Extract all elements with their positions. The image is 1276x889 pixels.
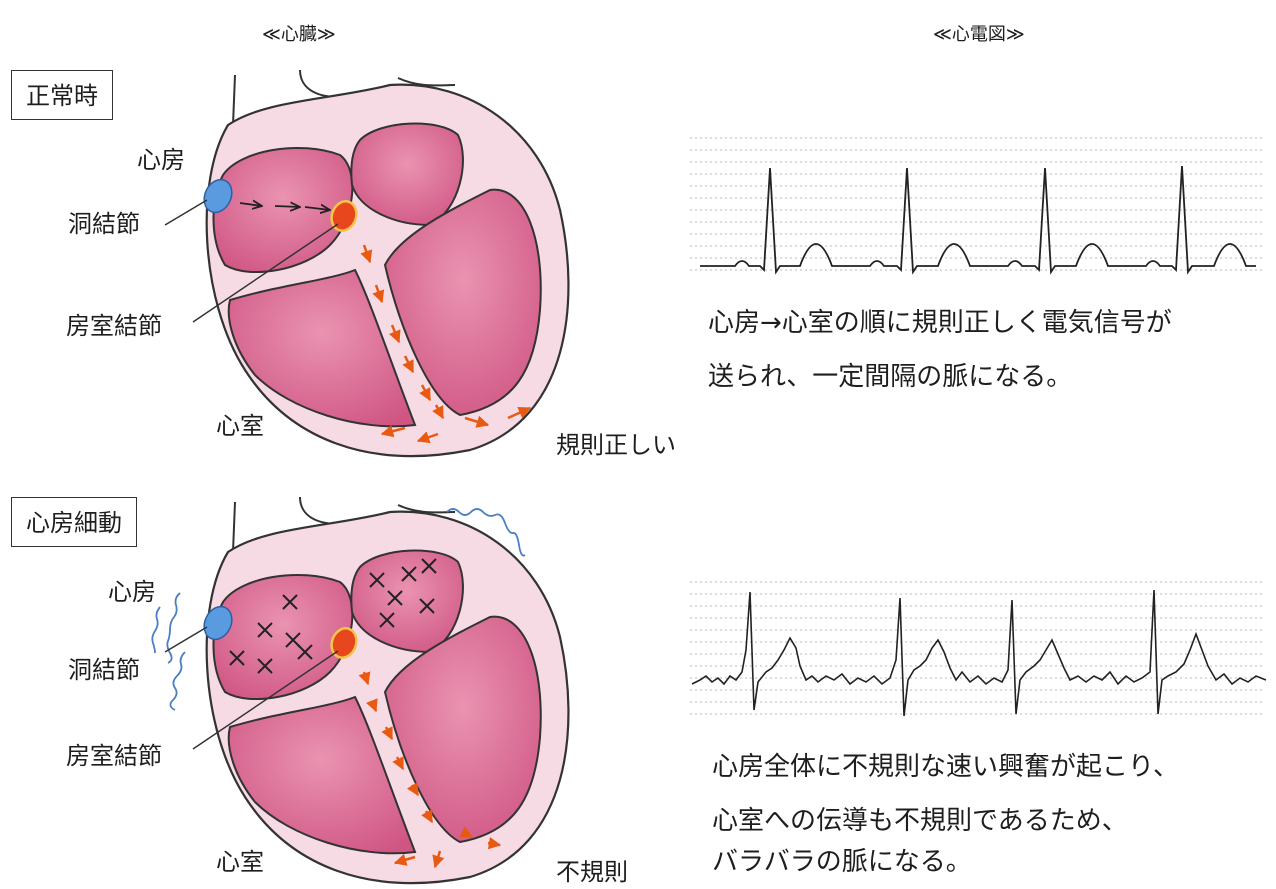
normal-heart-illustration (165, 70, 568, 456)
af-ecg-trace (690, 582, 1266, 716)
normal-ecg-grid (690, 138, 1265, 270)
sa-node-leader-line (165, 200, 207, 225)
af-heart-illustration (152, 497, 568, 883)
normal-ecg-line (700, 166, 1256, 272)
af-ecg-line (692, 590, 1266, 716)
normal-ecg-trace (690, 138, 1265, 272)
sa-node-leader-line (165, 627, 207, 652)
conduction-arrow (275, 206, 300, 207)
af-ecg-grid (690, 582, 1265, 714)
